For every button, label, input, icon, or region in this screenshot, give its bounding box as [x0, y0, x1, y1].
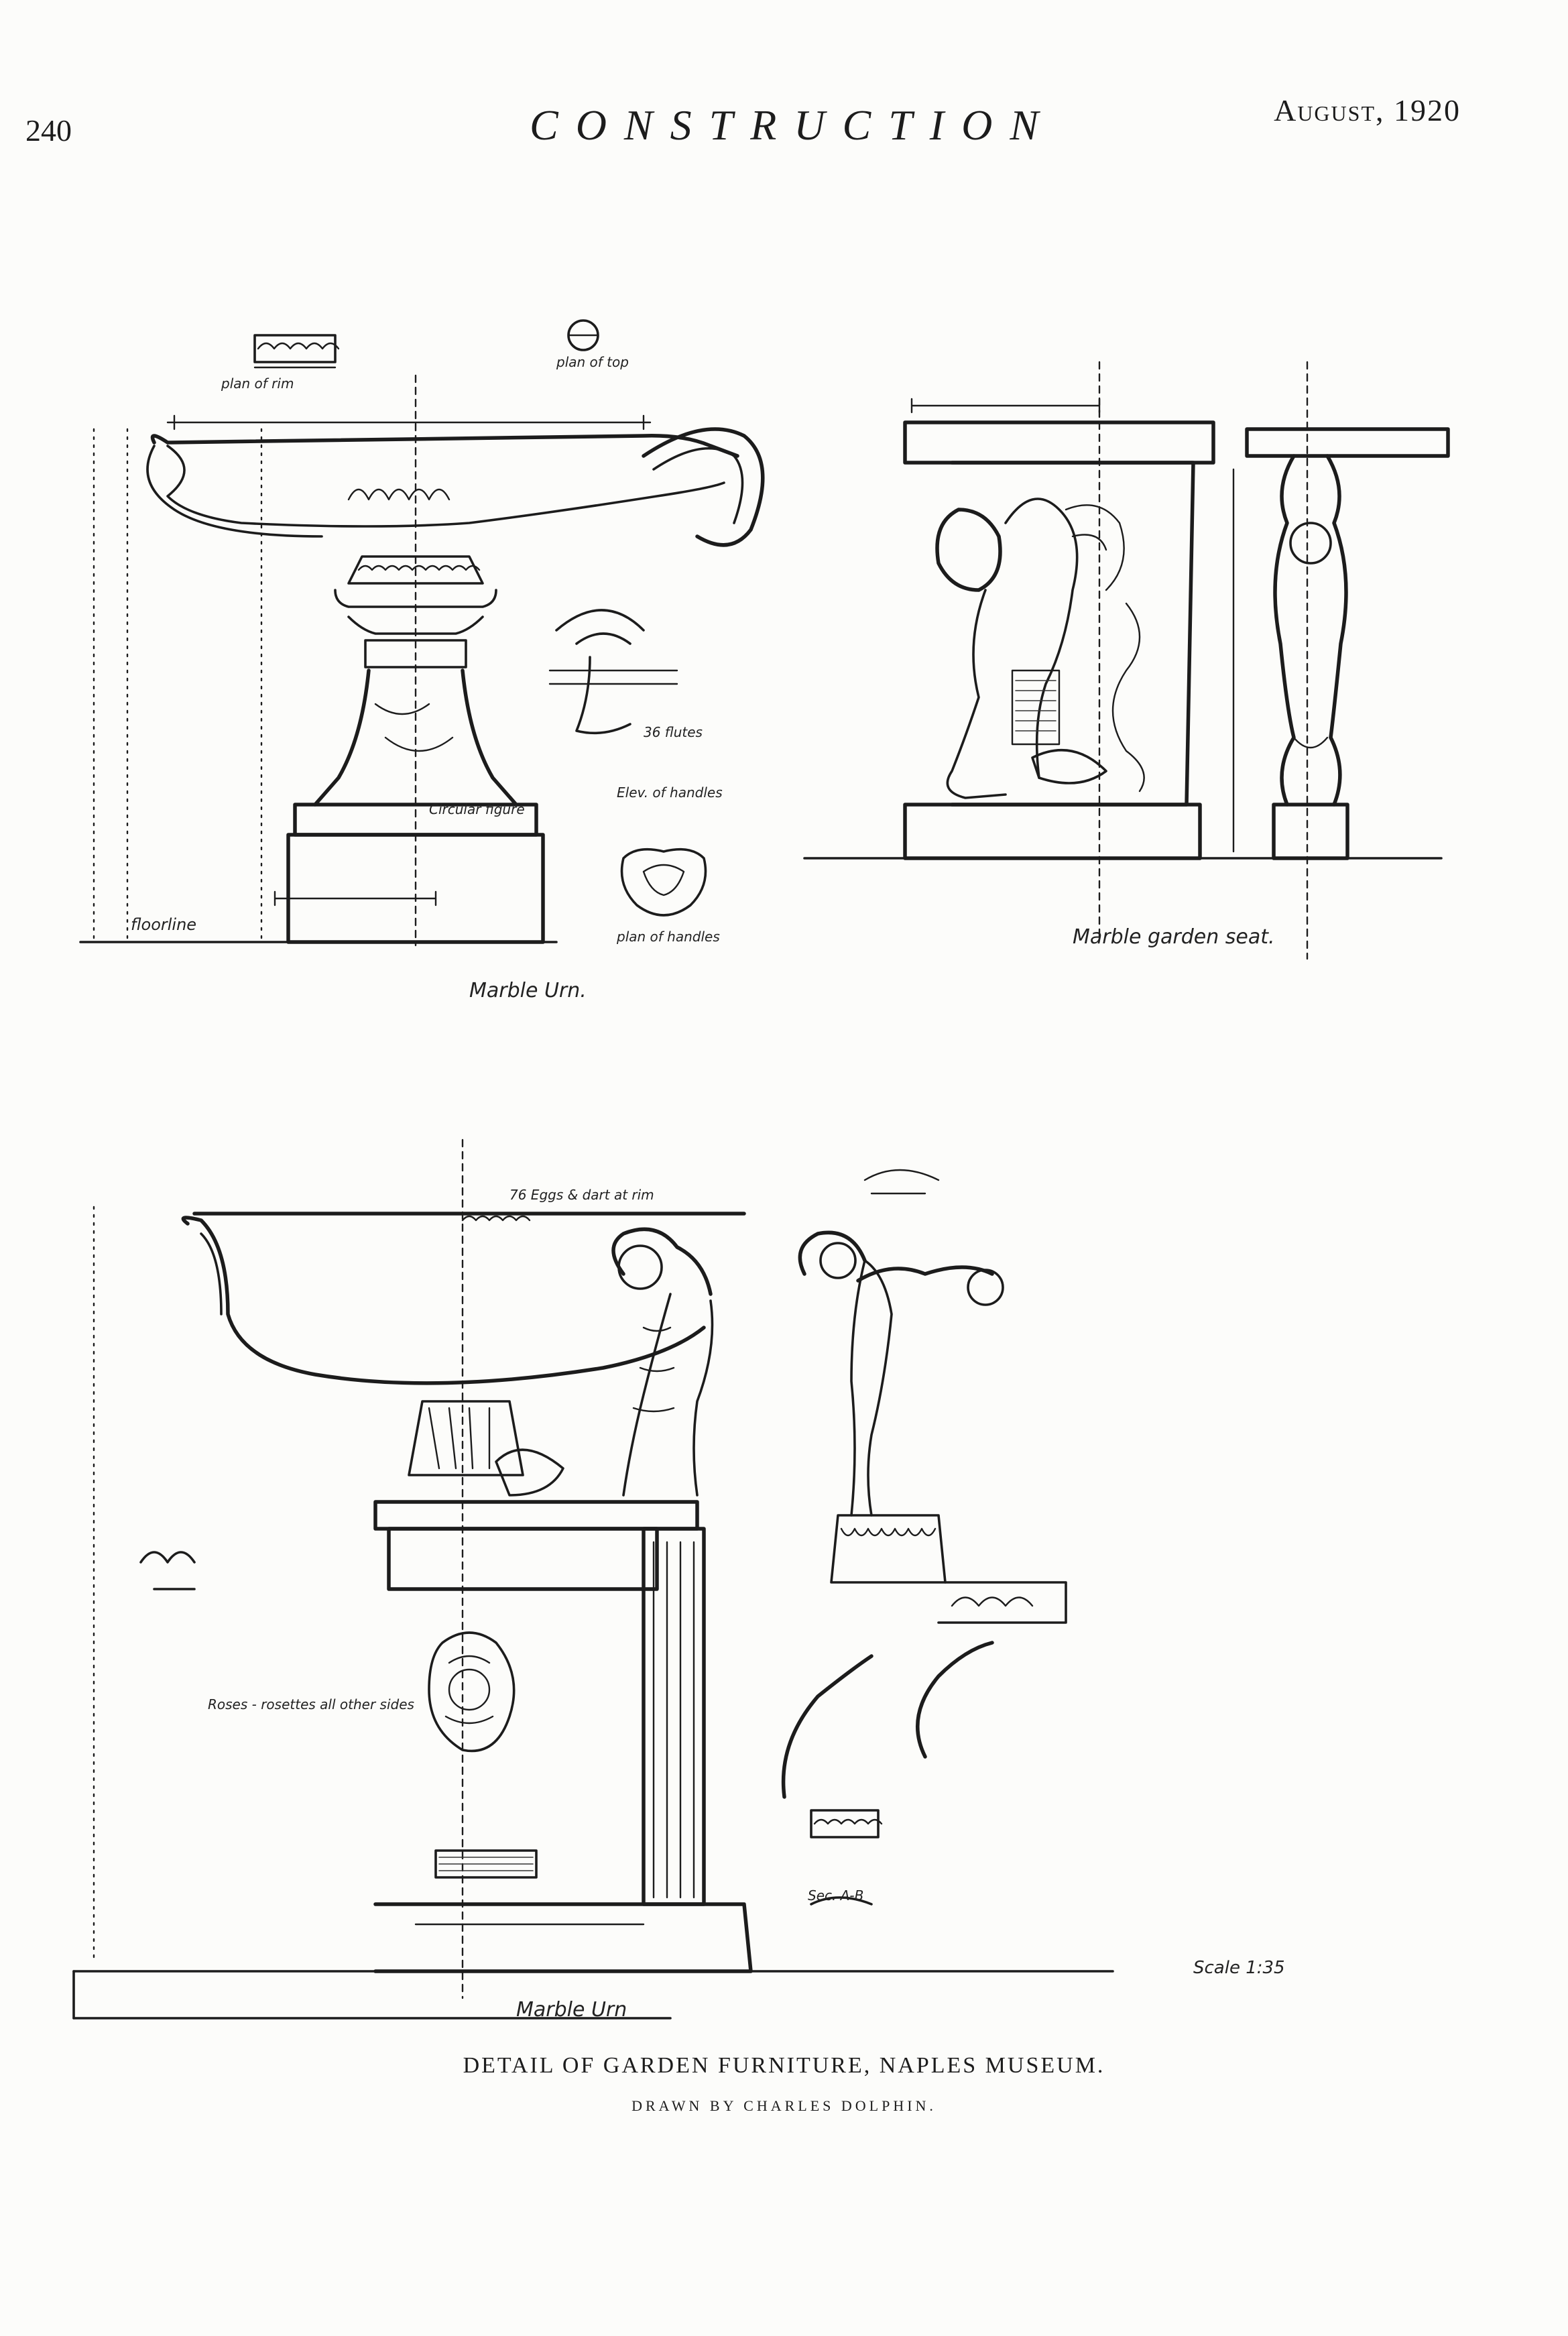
label-section-ab: Sec. A-B: [808, 1887, 864, 1904]
garden-seat: [803, 361, 1450, 960]
label-scale: Scale 1:35: [1193, 1958, 1285, 1978]
label-plan-of-handles: plan of handles: [617, 929, 720, 945]
figure-caption: DETAIL OF GARDEN FURNITURE, NAPLES MUSEU…: [463, 2053, 1105, 2078]
urn-elevation-top: [79, 319, 765, 947]
label-elev-of-handles: Elev. of handles: [617, 784, 723, 801]
label-floor-line: floorline: [131, 915, 197, 934]
label-rosettes: Roses - rosettes all other sides: [208, 1696, 414, 1712]
issue-date: August, 1920: [1274, 93, 1461, 127]
label-marble-urn-bottom: Marble Urn: [516, 1998, 627, 2022]
label-egg-dart: 76 Eggs & dart at rim: [509, 1187, 654, 1203]
label-flutes: 36 flutes: [644, 724, 703, 740]
label-marble-urn-top: Marble Urn.: [469, 979, 587, 1002]
label-plan-of-top: plan of top: [556, 354, 629, 370]
urn-elevation-bottom: [72, 1138, 1114, 2020]
journal-title: CONSTRUCTION: [530, 101, 1056, 149]
label-circular-figure: Circular figure: [429, 801, 525, 817]
label-marble-garden-seat: Marble garden seat.: [1073, 925, 1275, 949]
label-plan-of-rim: plan of rim: [221, 375, 294, 392]
figure-credit: DRAWN BY CHARLES DOLPHIN.: [631, 2097, 937, 2114]
page-number: 240: [25, 113, 72, 148]
